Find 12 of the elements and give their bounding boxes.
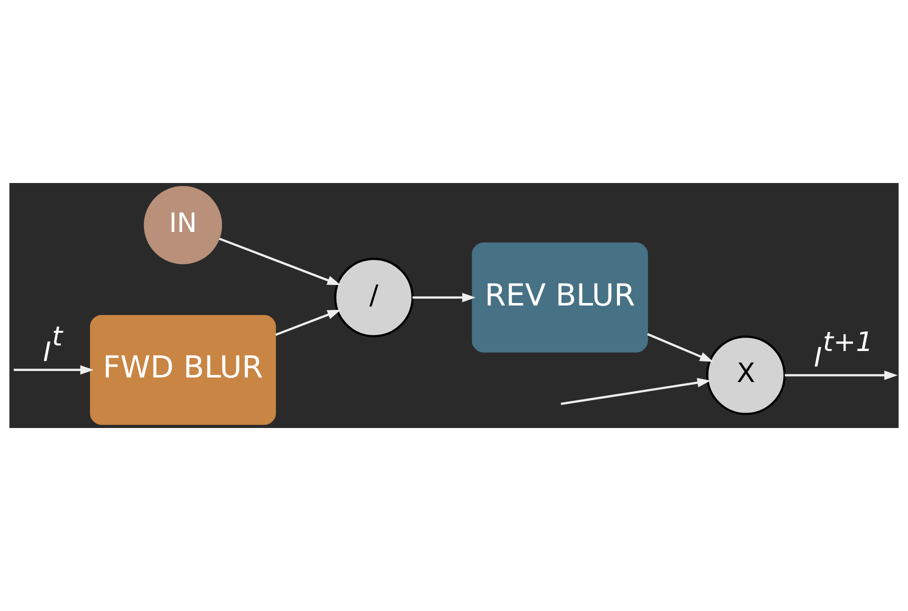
arrow <box>14 365 94 375</box>
arrow <box>275 310 341 336</box>
node-circle: IN <box>144 186 222 264</box>
arrow <box>647 333 714 362</box>
node-circle: X <box>706 335 786 416</box>
node-circle: / <box>334 258 414 338</box>
arrow <box>219 238 341 286</box>
arrow <box>412 292 476 302</box>
node-box: FWD BLUR <box>90 314 276 425</box>
node-box: REV BLUR <box>472 242 648 352</box>
arrow <box>560 378 711 405</box>
arrow <box>784 370 898 380</box>
